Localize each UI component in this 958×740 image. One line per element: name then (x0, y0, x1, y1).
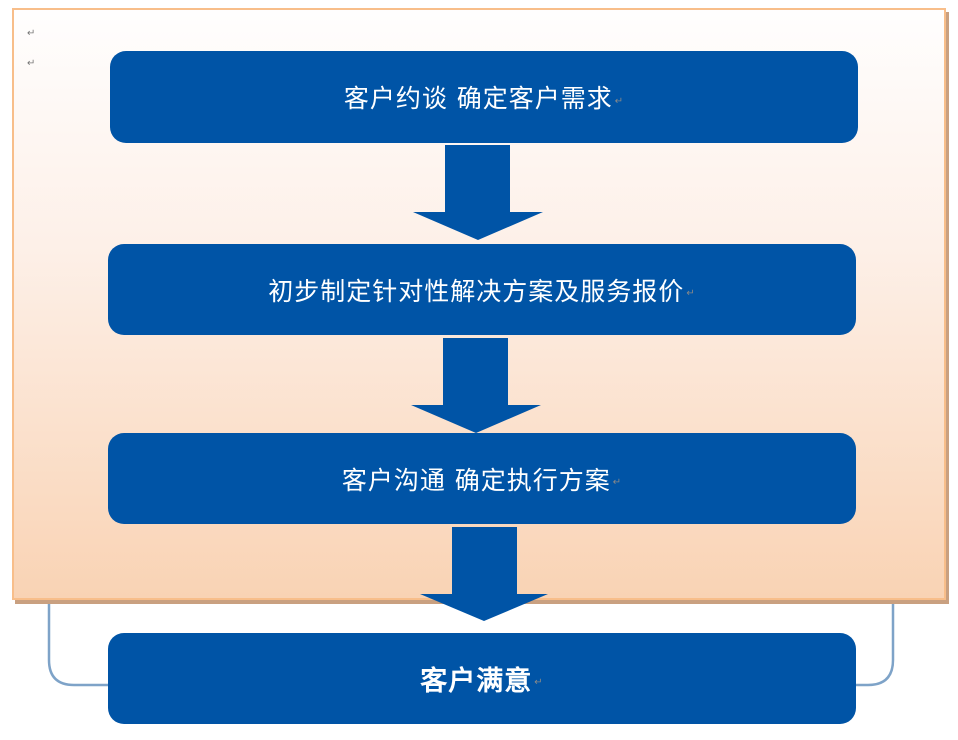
paragraph-mark: ↵ (612, 477, 623, 488)
down-arrow-icon (413, 145, 543, 240)
paragraph-mark: ↵ (27, 58, 36, 69)
down-arrow-icon (411, 338, 541, 433)
step-1-box: 客户约谈 确定客户需求↵ (110, 51, 858, 143)
down-arrow-icon (420, 527, 548, 621)
step-2-box: 初步制定针对性解决方案及服务报价↵ (108, 244, 856, 335)
step-label: 初步制定针对性解决方案及服务报价 (268, 276, 685, 306)
step-4-box: 客户满意↵ (108, 633, 856, 724)
paragraph-mark: ↵ (686, 288, 696, 299)
paragraph-mark: ↵ (27, 28, 36, 39)
paragraph-mark: ↵ (614, 95, 625, 107)
loop-line-left (47, 598, 110, 687)
step-label: 客户约谈 确定客户需求 (343, 84, 613, 113)
step-3-box: 客户沟通 确定执行方案↵ (108, 433, 856, 524)
step-label: 客户沟通 确定执行方案 (341, 465, 611, 495)
paragraph-mark: ↵ (534, 677, 544, 688)
step-label: 客户满意 (420, 666, 533, 697)
loop-line-right (856, 598, 895, 687)
